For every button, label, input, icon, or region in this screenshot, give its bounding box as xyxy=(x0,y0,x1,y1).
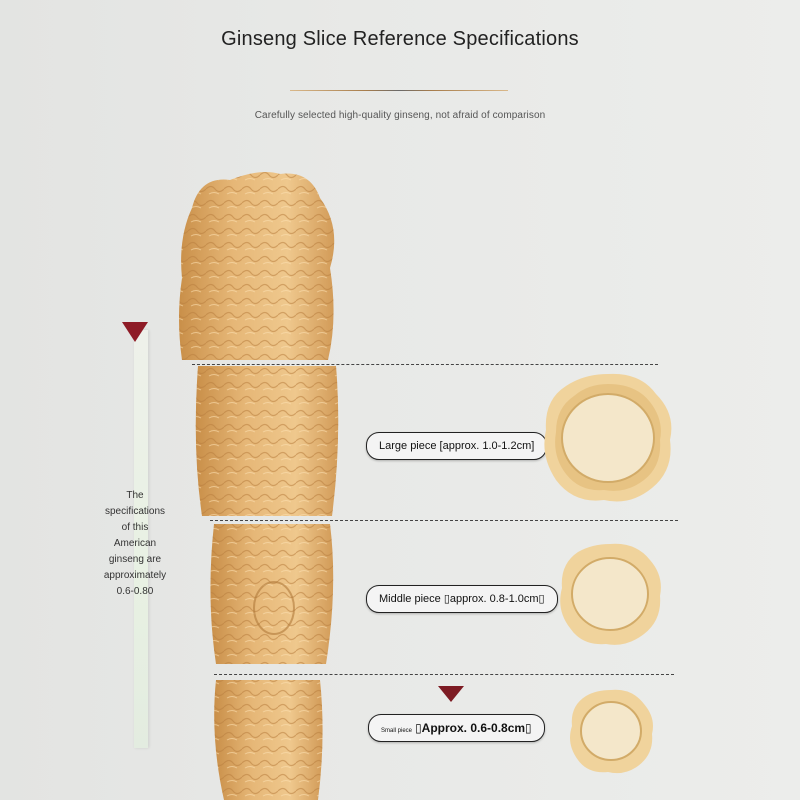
spec-label-middle: Middle piece ▯approx. 0.8-1.0cm▯ xyxy=(366,585,558,613)
ginseng-slice-middle xyxy=(560,543,661,645)
spec-label-large-text: Large piece [approx. 1.0-1.2cm] xyxy=(379,440,535,452)
pointer-triangle-icon xyxy=(438,686,464,702)
spec-label-large: Large piece [approx. 1.0-1.2cm] xyxy=(366,432,548,460)
ginseng-slice-small xyxy=(570,689,653,774)
spec-label-small: Small piece ▯Approx. 0.6-0.8cm▯ xyxy=(368,714,545,742)
page-title: Ginseng Slice Reference Specifications xyxy=(221,28,579,50)
ginseng-root-image xyxy=(179,172,339,800)
scale-bar xyxy=(134,330,148,748)
title-divider xyxy=(290,90,508,91)
spec-label-small-caption: Small piece xyxy=(381,728,413,734)
cut-line-small xyxy=(214,674,674,675)
cut-line-middle xyxy=(210,520,678,521)
scale-pointer-icon xyxy=(122,322,148,342)
spec-label-small-text: ▯Approx. 0.6-0.8cm▯ xyxy=(415,721,532,735)
page-subtitle: Carefully selected high-quality ginseng,… xyxy=(254,110,546,121)
spec-label-middle-text: Middle piece ▯approx. 0.8-1.0cm▯ xyxy=(379,593,545,605)
ginseng-slice-large xyxy=(544,373,672,502)
cut-line-large xyxy=(192,364,658,365)
side-note: The specifications of this American gins… xyxy=(103,490,167,597)
